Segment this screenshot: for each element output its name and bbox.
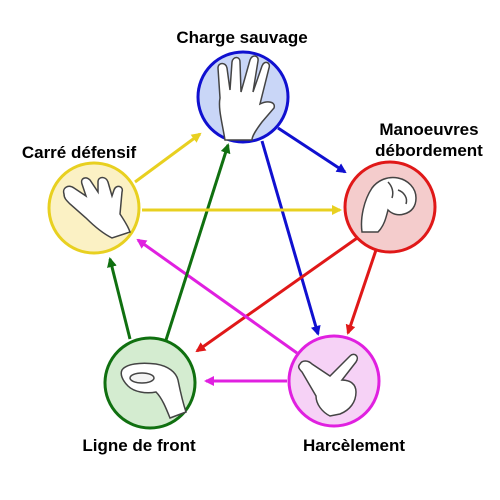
scissors-hand-icon xyxy=(297,353,359,417)
node-label-harcelement: Harcèlement xyxy=(302,436,406,455)
node-harcelement xyxy=(287,334,381,428)
rock-fist-icon xyxy=(360,176,417,233)
node-label-manoeuvres: Manoeuvres débordement xyxy=(375,119,483,161)
node-charge xyxy=(196,50,290,144)
node-ligne xyxy=(103,336,197,430)
node-carre xyxy=(47,161,141,255)
edge-charge-to-harcelement xyxy=(260,140,321,336)
node-label-manoeuvres-line1: Manoeuvres xyxy=(379,120,479,139)
edge-ligne-to-carre xyxy=(107,257,132,340)
spock-hand-icon xyxy=(217,55,276,141)
node-manoeuvres xyxy=(343,160,437,254)
edges xyxy=(107,126,378,386)
edge-carre-to-charge xyxy=(134,132,202,184)
node-label-carre: Carré défensif xyxy=(21,143,137,162)
lizard-hand-icon xyxy=(120,362,187,419)
node-label-charge: Charge sauvage xyxy=(176,28,308,47)
edge-ligne-to-charge xyxy=(164,143,231,341)
paper-hand-icon xyxy=(62,176,131,239)
edge-manoeuvres-to-ligne xyxy=(195,234,361,353)
node-label-manoeuvres-line2: débordement xyxy=(375,141,483,160)
edge-manoeuvres-to-harcelement xyxy=(345,249,378,335)
edge-harcelement-to-carre xyxy=(136,238,298,355)
edge-charge-to-manoeuvres xyxy=(277,126,347,174)
node-label-ligne: Ligne de front xyxy=(82,436,196,455)
